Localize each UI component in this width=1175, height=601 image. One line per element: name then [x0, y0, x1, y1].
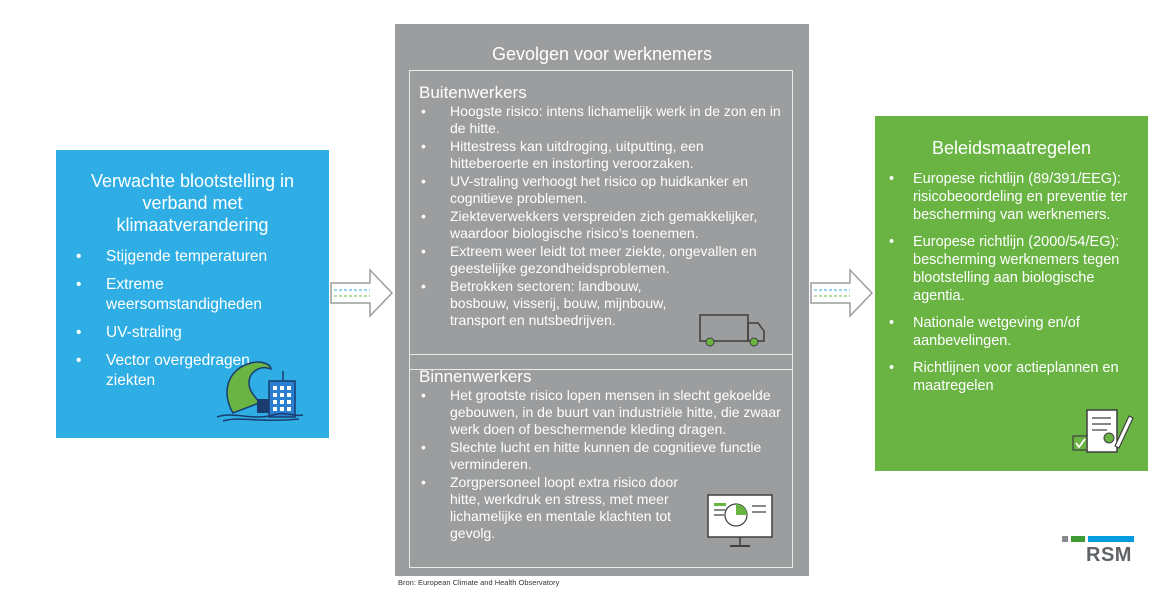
indoor-workers-list: Het grootste risico lopen mensen in slec… [418, 387, 786, 543]
list-item: Zorgpersoneel loopt extra risico door hi… [418, 474, 710, 542]
list-item: Extreem weer leidt tot meer ziekte, onge… [418, 243, 786, 277]
wave-building-icon [216, 361, 304, 422]
indoor-workers-panel: Binnenwerkers Het grootste risico lopen … [409, 354, 793, 568]
list-item: Het grootste risico lopen mensen in slec… [418, 387, 786, 438]
logo-text: RSM [1086, 544, 1132, 566]
list-item: UV-straling [76, 323, 301, 343]
logo-bars [1062, 536, 1134, 542]
exposure-box: Verwachte blootstelling in verband met k… [56, 150, 329, 438]
outdoor-workers-panel: Buitenwerkers Hoogste risico: intens lic… [409, 70, 793, 370]
list-item: Hoogste risico: intens lichamelijk werk … [418, 103, 786, 137]
exposure-list: Stijgende temperaturen Extreme weersomst… [76, 247, 301, 399]
consequences-box: Gevolgen voor werknemers Buitenwerkers H… [395, 24, 809, 576]
list-item: Hittestress kan uitdroging, uitputting, … [418, 138, 786, 172]
document-check-icon [1072, 409, 1134, 453]
measures-title: Beleidsmaatregelen [931, 138, 1092, 158]
exposure-title: Verwachte blootstelling in verband met k… [90, 171, 295, 235]
list-item: Europese richtlijn (2000/54/EG): bescher… [889, 233, 1139, 305]
rsm-logo: RSM [1062, 536, 1134, 566]
monitor-chart-icon [707, 494, 773, 547]
list-item: Vector overgedragen ziekten [76, 351, 301, 391]
list-item: Richtlijnen voor actieplannen en maatreg… [889, 359, 1139, 395]
list-item: Slechte lucht en hitte kunnen de cogniti… [418, 439, 786, 473]
list-item: Nationale wetgeving en/of aanbevelingen. [889, 314, 1139, 350]
measures-list: Europese richtlijn (89/391/EEG): risicob… [889, 170, 1139, 404]
outdoor-workers-list: Hoogste risico: intens lichamelijk werk … [418, 103, 786, 330]
indoor-workers-title: Binnenwerkers [419, 367, 532, 386]
list-item: Stijgende temperaturen [76, 247, 301, 267]
arrow-right-icon [810, 268, 874, 318]
outdoor-workers-title: Buitenwerkers [419, 83, 527, 102]
consequences-title: Gevolgen voor werknemers [491, 44, 713, 64]
list-item: Betrokken sectoren: landbouw, bosbouw, v… [418, 278, 690, 329]
truck-icon [699, 314, 765, 347]
source-note: Bron: European Climate and Health Observ… [398, 578, 560, 587]
list-item: UV-straling verhoogt het risico op huidk… [418, 173, 786, 207]
measures-box: Beleidsmaatregelen Europese richtlijn (8… [875, 116, 1148, 471]
list-item: Europese richtlijn (89/391/EEG): risicob… [889, 170, 1139, 224]
list-item: Extreme weersomstandigheden [76, 275, 301, 315]
list-item: Ziekteverwekkers verspreiden zich gemakk… [418, 208, 786, 242]
arrow-right-icon [330, 268, 394, 318]
